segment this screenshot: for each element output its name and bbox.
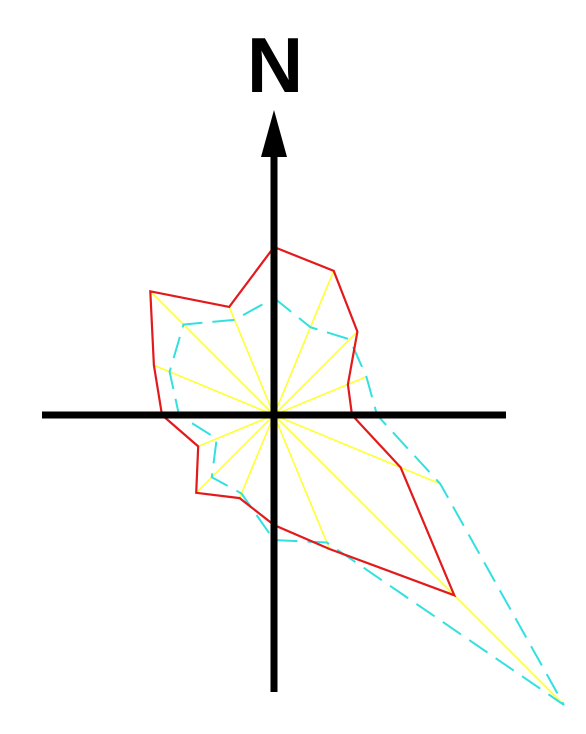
spoke-22.5 [273, 270, 335, 416]
north-arrow-head [261, 110, 287, 157]
spoke-315 [149, 290, 275, 416]
spoke-225 [195, 414, 275, 494]
spoke-247.5 [197, 414, 275, 448]
spoke-202.5 [238, 414, 275, 499]
spoke-67.5 [273, 375, 367, 416]
dashed-rose-polygon [168, 296, 565, 706]
solid-rose-polygon [149, 245, 457, 598]
spoke-337.5 [228, 306, 275, 416]
spoke-135 [273, 414, 565, 706]
north-label: N [247, 21, 303, 109]
spoke-292.5 [153, 364, 275, 416]
spoke-112.5 [273, 414, 441, 485]
spoke-157.5 [273, 414, 331, 550]
spoke-45 [273, 331, 358, 416]
